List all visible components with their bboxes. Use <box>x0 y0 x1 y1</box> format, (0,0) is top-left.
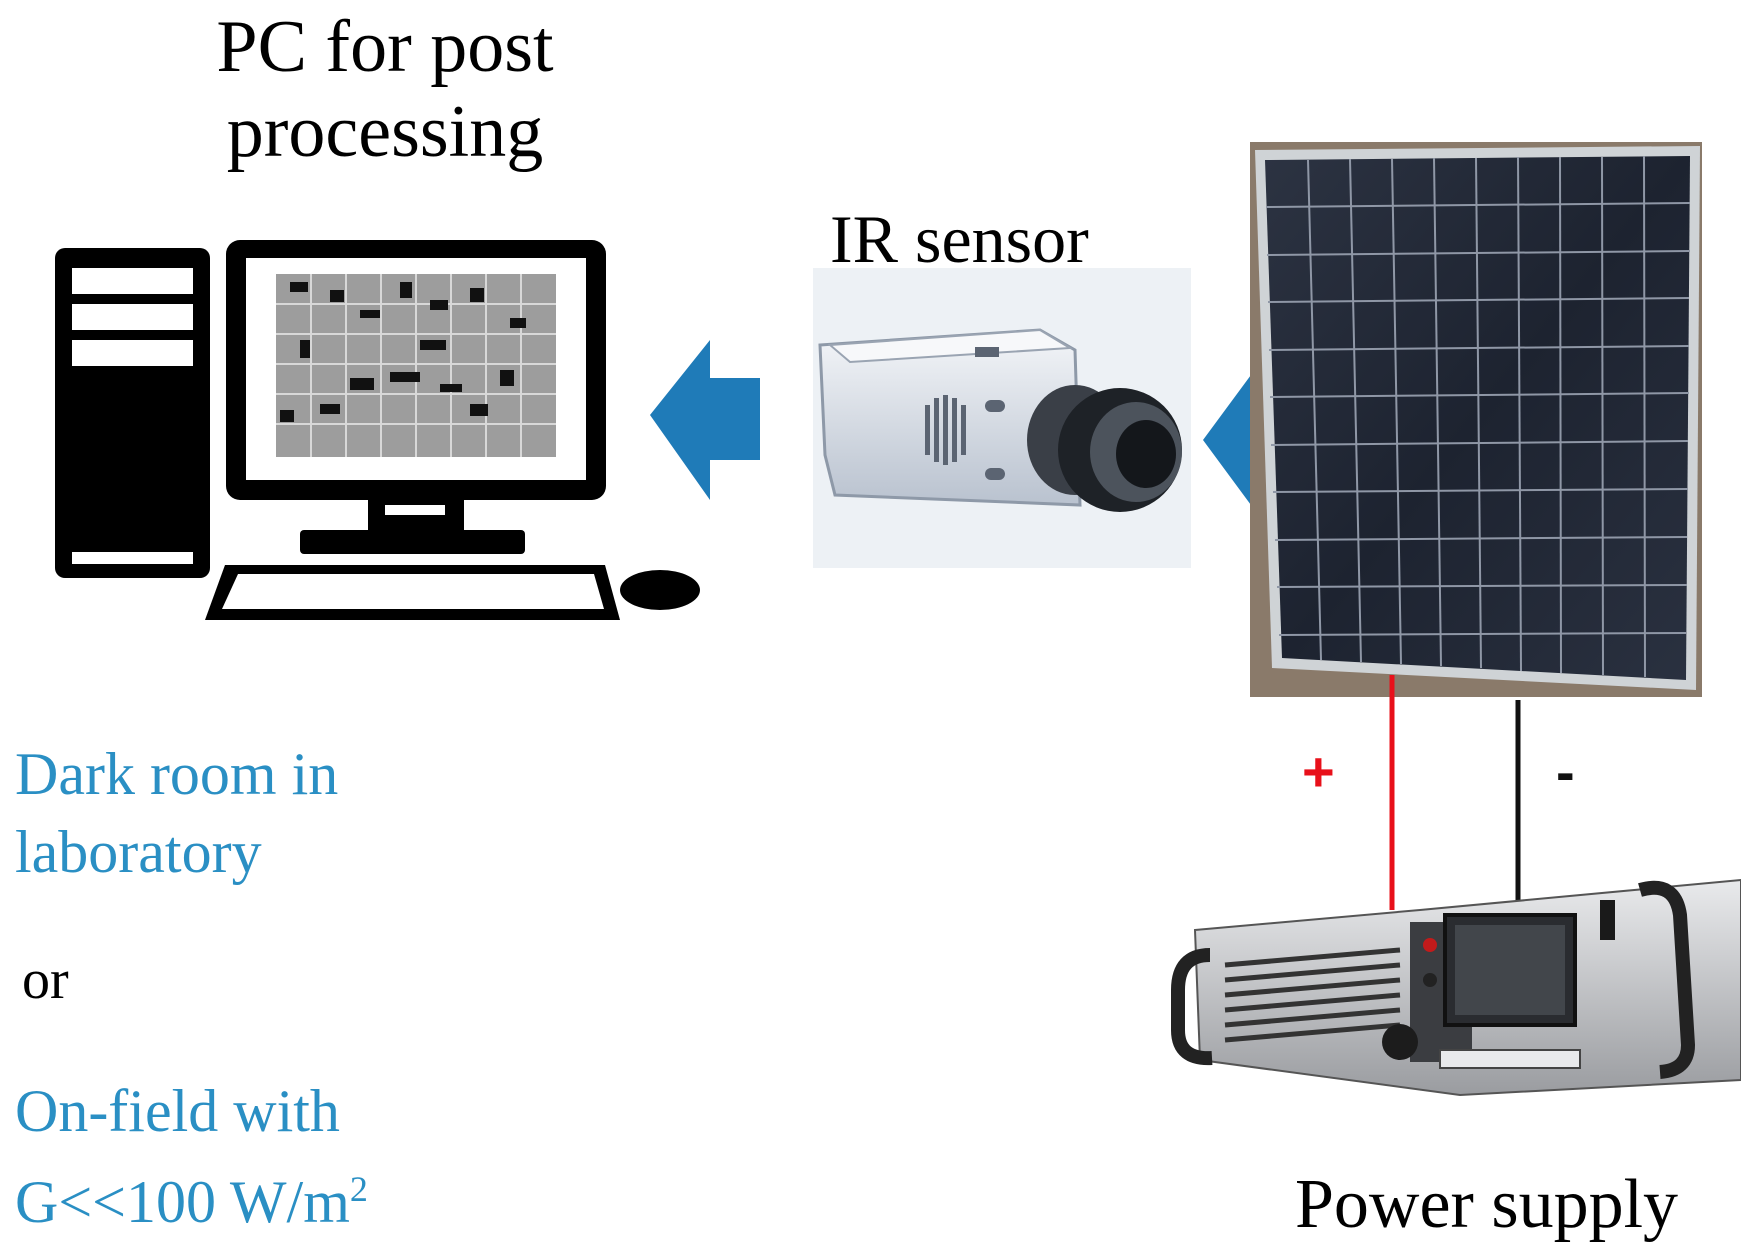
solar-panel-icon <box>1250 142 1702 697</box>
irradiance-text: G<<100 W/m <box>15 1169 350 1235</box>
negative-terminal-label: - <box>1556 740 1575 803</box>
power-supply-icon <box>1171 878 1741 1097</box>
positive-terminal-label: + <box>1302 740 1335 803</box>
condition-dark-room-line2: laboratory <box>15 819 262 885</box>
condition-dark-room-line1: Dark room in <box>15 741 339 807</box>
condition-on-field: On-field with G<<100 W/m2 <box>15 1072 368 1241</box>
condition-on-field-line1: On-field with <box>15 1078 340 1144</box>
arrow-left-icon <box>650 340 760 500</box>
el-image-thumbnail <box>276 274 556 457</box>
pc-label-line1: PC for post <box>216 6 554 88</box>
pc-label: PC for post processing <box>200 5 570 175</box>
irradiance-exponent: 2 <box>349 1169 368 1209</box>
desktop-computer-icon <box>55 240 700 620</box>
pc-label-line2: processing <box>226 91 544 174</box>
power-supply-label: Power supply <box>1295 1166 1679 1243</box>
ir-camera-icon <box>813 268 1191 568</box>
ir-sensor-label: IR sensor <box>830 201 1089 277</box>
condition-on-field-line2: G<<100 W/m2 <box>15 1150 368 1241</box>
condition-dark-room: Dark room in laboratory <box>15 735 338 891</box>
or-label: or <box>22 949 69 1011</box>
